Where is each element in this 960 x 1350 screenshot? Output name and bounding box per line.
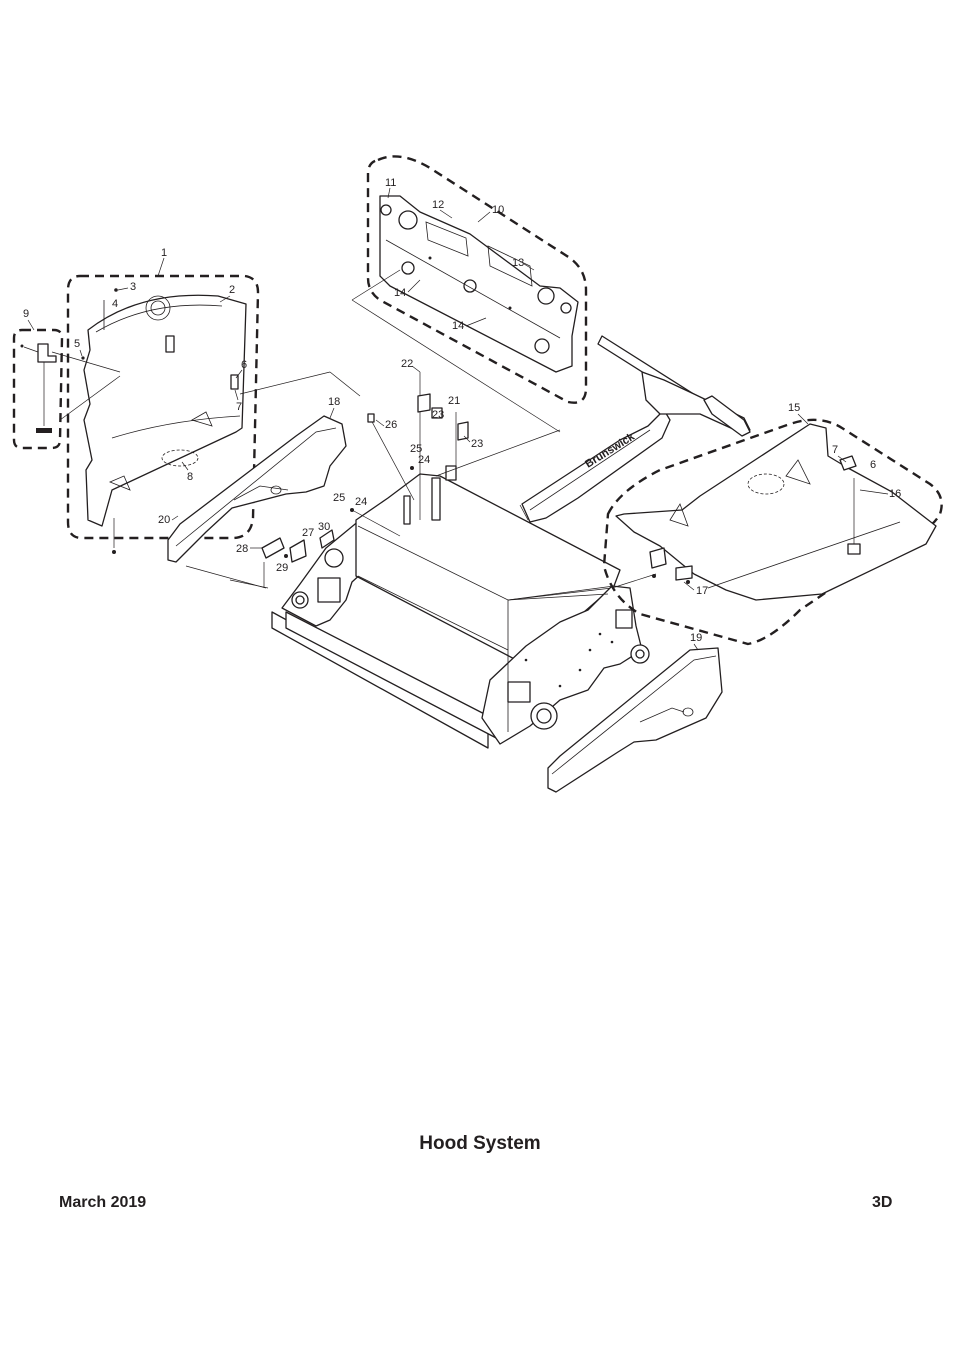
callout-24a: 24 xyxy=(418,454,430,466)
callout-8: 8 xyxy=(187,471,193,483)
callout-11: 11 xyxy=(385,177,396,189)
callout-21: 21 xyxy=(448,395,460,407)
callout-9: 9 xyxy=(23,308,29,320)
callout-1: 1 xyxy=(161,247,167,259)
callout-17: 17 xyxy=(696,585,708,597)
page-title: Hood System xyxy=(419,1133,541,1154)
left-corner-rail xyxy=(167,415,347,589)
rear-panel xyxy=(379,195,579,373)
callout-25a: 25 xyxy=(410,443,422,455)
right-hood-panel-group xyxy=(602,418,943,646)
callout-13: 13 xyxy=(512,257,524,269)
callout-24b: 24 xyxy=(355,496,367,508)
callout-10: 10 xyxy=(492,204,504,216)
main-frame xyxy=(271,465,650,749)
group-outline-rear-panel xyxy=(366,155,588,404)
callout-22: 22 xyxy=(401,358,413,370)
callout-5: 5 xyxy=(74,338,80,350)
callout-20: 20 xyxy=(158,514,170,526)
right-hood-panel xyxy=(615,423,937,601)
callout-28: 28 xyxy=(236,543,248,555)
callout-14b: 14 xyxy=(452,320,464,332)
hardware xyxy=(229,371,657,601)
left-hood-panel xyxy=(83,294,247,527)
callout-26: 26 xyxy=(385,419,397,431)
footer-date: March 2019 xyxy=(59,1194,147,1211)
callout-23a: 23 xyxy=(432,409,444,421)
callout-4: 4 xyxy=(112,298,118,310)
callout-3: 3 xyxy=(130,281,136,293)
callout-2: 2 xyxy=(229,284,235,296)
callout-19: 19 xyxy=(690,632,702,644)
callout-29: 29 xyxy=(276,562,288,574)
rear-panel-group xyxy=(351,155,588,433)
callout-14a: 14 xyxy=(394,287,406,299)
callout-7b: 7 xyxy=(832,444,838,456)
group-outline-latch xyxy=(12,328,64,450)
callout-25b: 25 xyxy=(333,492,345,504)
callout-23b: 23 xyxy=(471,438,483,450)
callout-6: 6 xyxy=(241,359,247,371)
left-hood-panel-group xyxy=(66,274,260,554)
latch-group xyxy=(12,328,121,450)
right-corner-rail xyxy=(547,647,723,793)
callout-30: 30 xyxy=(318,521,330,533)
callout-12: 12 xyxy=(432,199,444,211)
callout-6b: 6 xyxy=(870,459,876,471)
callout-7: 7 xyxy=(236,401,242,413)
callout-15: 15 xyxy=(788,402,800,414)
callout-18: 18 xyxy=(328,396,340,408)
callout-16: 16 xyxy=(889,488,901,500)
callouts: 1 2 3 4 5 6 7 8 9 10 11 12 13 14 14 15 1… xyxy=(23,177,901,651)
page-number: 3D xyxy=(872,1194,893,1211)
group-outline-left-hood xyxy=(66,274,260,540)
callout-27: 27 xyxy=(302,527,314,539)
